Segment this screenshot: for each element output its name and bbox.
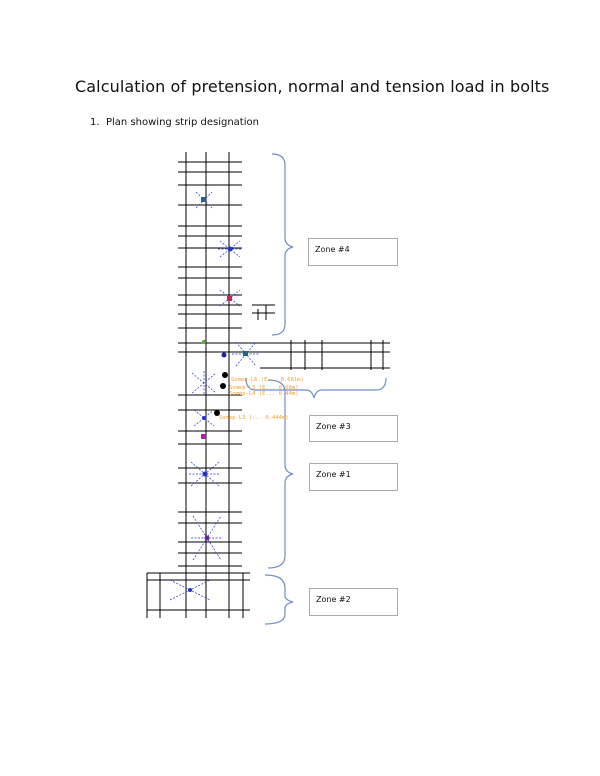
annotation-labels: Somep-L6 (E... 0.681m) Somep-L5 (E... 0.…	[219, 377, 304, 421]
list-item-plan: 1. Plan showing strip designation	[90, 117, 259, 128]
zone-label-box-1: Zone #1	[309, 463, 398, 491]
list-text: Plan showing strip designation	[106, 117, 259, 128]
annotation-4: Somep-L3 (... 0.444m)	[219, 415, 289, 421]
zone-label-box-3: Zone #3	[309, 415, 398, 442]
annotation-2: Somep-L5 (E... 0.68m)	[229, 385, 299, 391]
zone-label-box-2: Zone #2	[309, 588, 398, 616]
page-title: Calculation of pretension, normal and te…	[75, 77, 550, 96]
annotation-1: Somep-L6 (E... 0.681m)	[231, 377, 304, 383]
zone-braces	[245, 153, 387, 625]
strip-grid	[146, 152, 390, 618]
zone-label: Zone #2	[316, 595, 351, 604]
zone-label: Zone #3	[316, 422, 351, 431]
zone-label: Zone #1	[316, 470, 351, 479]
bolt-dots	[188, 197, 248, 592]
zone-label-box-4: Zone #4	[308, 238, 398, 266]
annotation-3: Somep-L4 (E... 0.44m)	[229, 391, 299, 397]
zone-label: Zone #4	[315, 245, 350, 254]
list-number: 1.	[90, 117, 100, 128]
